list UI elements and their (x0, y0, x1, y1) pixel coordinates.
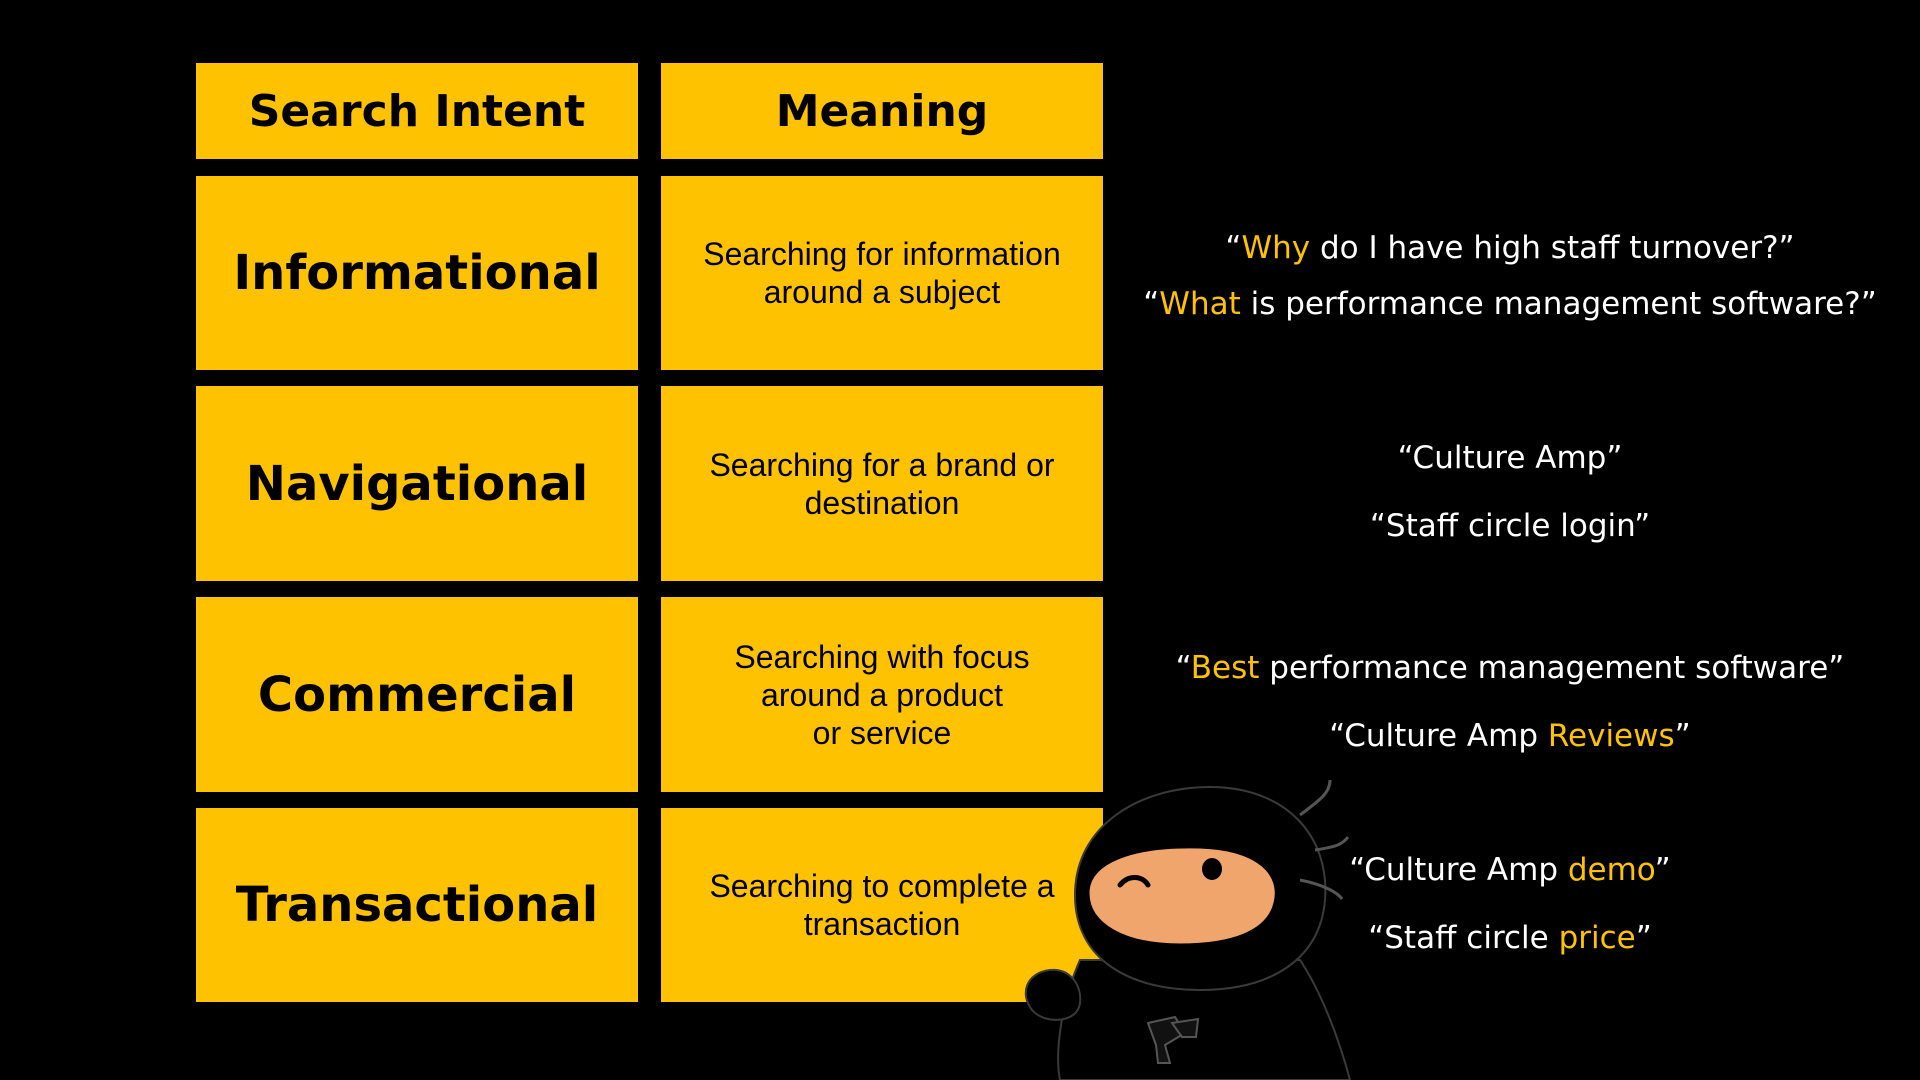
intent-label: Informational (233, 245, 601, 301)
intent-label: Transactional (235, 877, 599, 933)
intent-cell-transactional: Transactional (196, 808, 638, 1002)
quote-open: “ (1175, 650, 1191, 686)
intent-cell-informational: Informational (196, 176, 638, 370)
header-search-intent: Search Intent (196, 63, 638, 159)
example-highlight: Why (1241, 230, 1311, 266)
meaning-cell-commercial: Searching with focus around a product or… (661, 597, 1103, 792)
example-rest: performance management software” (1259, 650, 1845, 686)
quote-open: “ (1143, 286, 1160, 322)
example-highlight: Reviews (1547, 718, 1675, 754)
example-prefix: “Culture Amp (1349, 852, 1568, 888)
example-query: “What is performance management software… (1115, 276, 1905, 332)
ninja-mascot-icon (1024, 779, 1352, 1080)
meaning-text: Searching for information around a subje… (703, 236, 1061, 310)
example-highlight: What (1159, 286, 1241, 322)
quote-open: “ (1225, 230, 1242, 266)
example-suffix: ” (1674, 718, 1691, 754)
intent-cell-commercial: Commercial (196, 597, 638, 792)
intent-label: Commercial (257, 666, 577, 723)
examples-transactional: “Culture Amp demo” “Staff circle price” (1115, 836, 1905, 972)
examples-navigational: “Culture Amp” “Staff circle login” (1115, 424, 1905, 560)
examples-commercial: “Best performance management software” “… (1115, 634, 1905, 770)
example-prefix: “Culture Amp (1329, 718, 1548, 754)
example-query: “Why do I have high staff turnover?” (1115, 220, 1905, 276)
example-query: “Staff circle price” (1115, 904, 1905, 972)
example-rest: do I have high staff turnover?” (1310, 230, 1795, 266)
example-query: “Culture Amp” (1397, 440, 1623, 476)
header-meaning: Meaning (661, 63, 1103, 159)
header-search-intent-label: Search Intent (248, 85, 586, 137)
example-query: “Best performance management software” (1115, 634, 1905, 702)
meaning-text: Searching to complete a transaction (709, 868, 1055, 942)
example-suffix: ” (1635, 920, 1652, 956)
example-query: “Culture Amp demo” (1115, 836, 1905, 904)
meaning-cell-transactional: Searching to complete a transaction (661, 808, 1103, 1002)
example-prefix: “Staff circle (1368, 920, 1559, 956)
example-query: “Culture Amp Reviews” (1115, 702, 1905, 770)
examples-informational: “Why do I have high staff turnover?” “Wh… (1115, 220, 1905, 332)
example-highlight: Best (1190, 650, 1260, 686)
intent-cell-navigational: Navigational (196, 386, 638, 581)
example-query: “Staff circle login” (1369, 508, 1651, 544)
example-suffix: ” (1654, 852, 1671, 888)
example-highlight: price (1558, 920, 1636, 956)
header-meaning-label: Meaning (775, 85, 989, 137)
intent-label: Navigational (245, 455, 589, 512)
meaning-cell-navigational: Searching for a brand or destination (661, 386, 1103, 581)
meaning-cell-informational: Searching for information around a subje… (661, 176, 1103, 370)
example-highlight: demo (1567, 852, 1655, 888)
meaning-text: Searching for a brand or destination (709, 446, 1055, 521)
meaning-text: Searching with focus around a product or… (734, 638, 1030, 751)
example-rest: is performance management software?” (1240, 286, 1877, 322)
